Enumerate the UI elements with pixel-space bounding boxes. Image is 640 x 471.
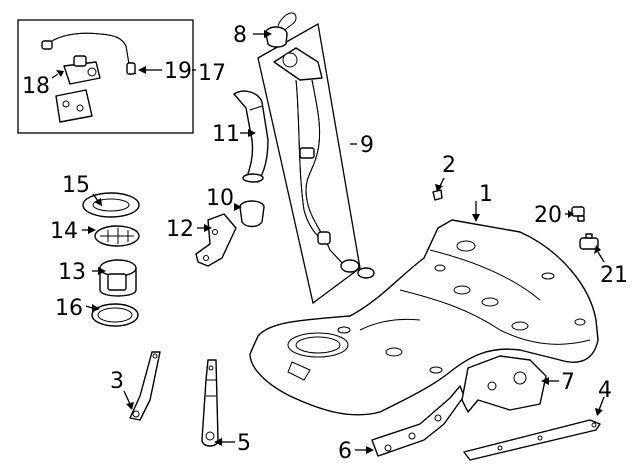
part-9-filler-pipe bbox=[273, 47, 375, 279]
callout-labels: 1 2 3 4 5 6 7 8 9 10 11 12 13 14 15 16 1… bbox=[22, 23, 628, 464]
leader-lines bbox=[51, 30, 605, 454]
part-18-vent-valve bbox=[55, 55, 101, 123]
callout-8: 8 bbox=[233, 23, 247, 48]
callout-1: 1 bbox=[479, 182, 493, 207]
callout-20: 20 bbox=[534, 203, 562, 228]
callout-11: 11 bbox=[212, 122, 240, 147]
callout-21: 21 bbox=[600, 263, 628, 288]
part-14-pump-cover bbox=[94, 225, 140, 247]
callout-12: 12 bbox=[166, 217, 194, 242]
callout-5: 5 bbox=[237, 431, 251, 456]
inset-box bbox=[17, 19, 194, 134]
callout-18: 18 bbox=[22, 74, 50, 99]
callout-7: 7 bbox=[561, 370, 575, 395]
callout-2: 2 bbox=[442, 153, 456, 178]
part-3-strap bbox=[129, 351, 161, 421]
part-16-gasket bbox=[91, 303, 139, 327]
part-5-strap bbox=[201, 359, 219, 447]
callout-13: 13 bbox=[58, 260, 86, 285]
callout-19: 19 bbox=[164, 59, 192, 84]
callout-17: 17 bbox=[198, 61, 226, 86]
callout-9: 9 bbox=[360, 133, 374, 158]
callout-4: 4 bbox=[598, 378, 612, 403]
filler-pipe-box bbox=[257, 22, 361, 305]
callout-16: 16 bbox=[55, 296, 83, 321]
part-11-filler-hose bbox=[233, 90, 269, 183]
part-20-connector bbox=[571, 206, 585, 222]
part-19-vapor-hose bbox=[41, 32, 137, 75]
callout-14: 14 bbox=[50, 219, 78, 244]
part-8-filler-cap bbox=[264, 12, 297, 48]
part-1-fuel-tank bbox=[249, 219, 599, 416]
part-15-lock-ring bbox=[82, 192, 140, 218]
part-7-protector bbox=[461, 355, 547, 413]
callout-6: 6 bbox=[338, 439, 352, 464]
part-12-bracket bbox=[195, 213, 237, 267]
part-10-hose-clamp bbox=[239, 200, 265, 228]
callout-3: 3 bbox=[110, 369, 124, 394]
callout-10: 10 bbox=[206, 186, 234, 211]
part-13-fuel-pump-module bbox=[99, 259, 137, 297]
callout-15: 15 bbox=[62, 173, 90, 198]
part-4-strap bbox=[463, 419, 601, 461]
part-2-clip bbox=[432, 189, 443, 201]
part-21-connector bbox=[579, 233, 599, 250]
